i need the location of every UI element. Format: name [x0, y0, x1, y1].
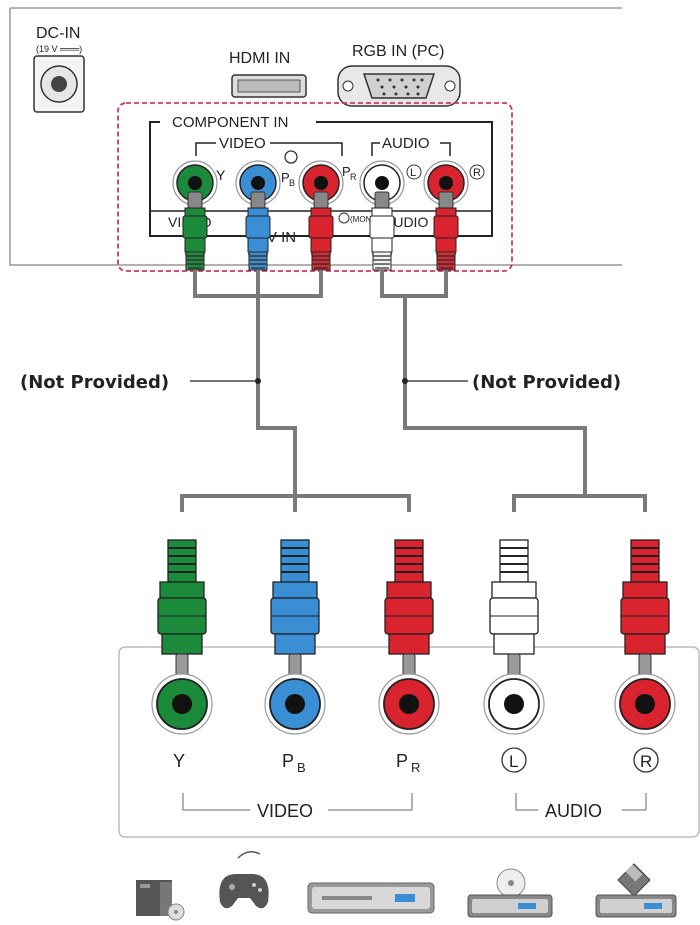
device-jack-r — [614, 673, 676, 735]
vcr-icon — [595, 863, 677, 918]
cable-label-right: (Not Provided) — [402, 372, 621, 393]
tv-label-pb-sub: B — [289, 178, 295, 188]
device-label-pb: P B — [282, 751, 306, 775]
tv-label-r: R — [473, 167, 481, 179]
dc-in-port: DC-IN (19 V ═══) — [33, 25, 85, 113]
tv-label-l: L — [410, 167, 416, 179]
dc-in-rating: (19 V ═══) — [36, 44, 82, 54]
component-in-box: COMPONENT IN VIDEO AUDIO — [149, 114, 493, 237]
av-in-audio-label: AUDIO — [384, 214, 428, 230]
tv-plug-y — [182, 191, 208, 271]
component-audio-label: AUDIO — [382, 135, 430, 152]
tv-label-pr: P — [342, 164, 351, 179]
device-label-pr: P R — [396, 751, 420, 775]
device-audio-bracket — [515, 793, 647, 811]
tv-jack-l: L — [359, 160, 422, 206]
not-provided-right: (Not Provided) — [472, 372, 621, 393]
hdmi-in-label: HDMI IN — [229, 50, 290, 67]
svg-text:B: B — [297, 760, 306, 775]
device-plug-y — [157, 539, 207, 685]
game-console-icon — [219, 851, 269, 909]
dvd-player-icon — [307, 882, 435, 914]
tv-label-pb: P — [281, 170, 290, 185]
tv-jack-r: R — [423, 160, 485, 206]
device-label-y: Y — [173, 751, 185, 771]
svg-text:L: L — [509, 752, 518, 771]
cable-label-left: (Not Provided) — [20, 372, 261, 393]
component-highlight-box — [117, 102, 513, 272]
device-jack-y — [151, 673, 213, 735]
svg-text:R: R — [411, 760, 420, 775]
device-jack-l — [483, 673, 545, 735]
device-label-r: R — [633, 747, 659, 773]
av-in-mono-label: (MONO) — [350, 215, 381, 224]
device-plug-pr — [384, 539, 434, 685]
rgb-in-port: RGB IN (PC) — [337, 43, 461, 107]
device-video-bracket — [182, 793, 413, 811]
device-label-l: L — [501, 747, 527, 773]
tv-back-panel — [9, 7, 622, 266]
svg-text:P: P — [396, 751, 408, 771]
rgb-in-label: RGB IN (PC) — [352, 43, 444, 60]
tv-plug-pb — [245, 191, 271, 271]
hdmi-in-port: HDMI IN — [229, 50, 307, 98]
tv-label-y: Y — [216, 167, 226, 183]
set-top-box-icon — [136, 880, 185, 921]
svg-text:P: P — [282, 751, 294, 771]
device-plug-l — [489, 539, 539, 685]
component-video-label: VIDEO — [219, 135, 266, 152]
dvd-recorder-icon — [467, 868, 553, 918]
tv-plug-l — [369, 191, 395, 271]
device-jack-pb — [264, 673, 326, 735]
device-plug-pb — [270, 539, 320, 685]
dc-in-label: DC-IN — [36, 25, 80, 42]
not-provided-left: (Not Provided) — [20, 372, 169, 393]
tv-jack-pb: P B — [235, 160, 295, 206]
component-in-label: COMPONENT IN — [172, 114, 288, 131]
tv-plug-r — [433, 191, 459, 271]
tv-jack-pr: P R — [298, 160, 357, 206]
tv-jack-y: Y — [172, 160, 226, 206]
cables — [180, 270, 647, 512]
tv-label-pr-sub: R — [350, 172, 357, 182]
svg-text:R: R — [640, 752, 652, 771]
device-jack-pr — [378, 673, 440, 735]
device-audio-label: AUDIO — [545, 801, 602, 821]
device-video-label: VIDEO — [257, 801, 313, 821]
